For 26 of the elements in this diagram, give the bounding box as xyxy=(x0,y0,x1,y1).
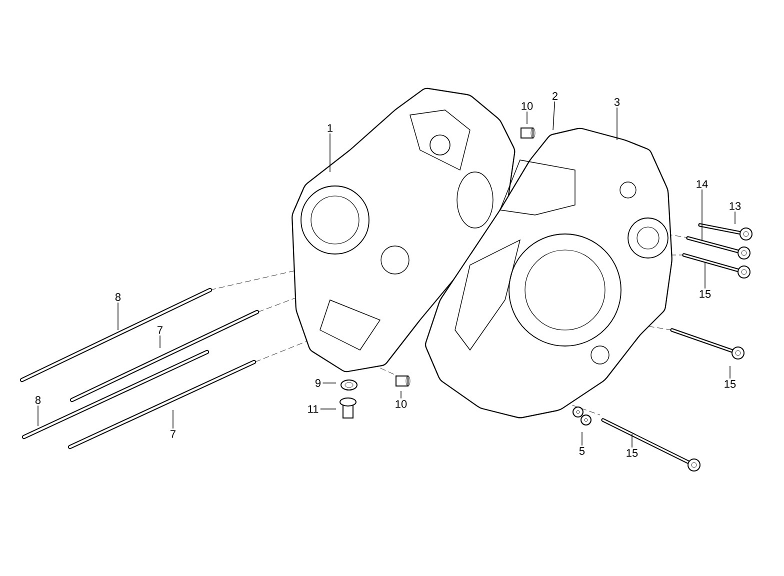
callout-number: 9 xyxy=(315,379,321,387)
leader-line xyxy=(320,408,336,410)
callout-number: 8 xyxy=(35,396,41,404)
callout-number: 5 xyxy=(579,447,585,455)
callout-number: 10 xyxy=(396,400,407,408)
callout-number: 7 xyxy=(170,430,176,438)
callout-number: 2 xyxy=(552,92,558,100)
callout-number: 13 xyxy=(730,202,741,210)
leader-line xyxy=(172,410,174,429)
callout-number: 10 xyxy=(522,102,533,110)
leader-line xyxy=(616,107,618,140)
callout-number: 15 xyxy=(724,380,736,388)
callout-number: 11 xyxy=(308,405,318,413)
leader-line xyxy=(526,111,528,124)
callout-number: 1 xyxy=(328,124,333,132)
leader-line xyxy=(400,390,402,399)
callout-number: 3 xyxy=(614,98,620,106)
leader-line xyxy=(552,101,556,130)
callout-number: 15 xyxy=(626,449,638,457)
callout-number: 7 xyxy=(158,326,162,334)
leader-line xyxy=(734,211,736,224)
callout-number: 15 xyxy=(700,290,711,298)
callout-number: 8 xyxy=(115,293,121,301)
leader-line xyxy=(322,382,336,384)
leader-line xyxy=(704,262,706,289)
callout-number: 14 xyxy=(696,180,708,188)
